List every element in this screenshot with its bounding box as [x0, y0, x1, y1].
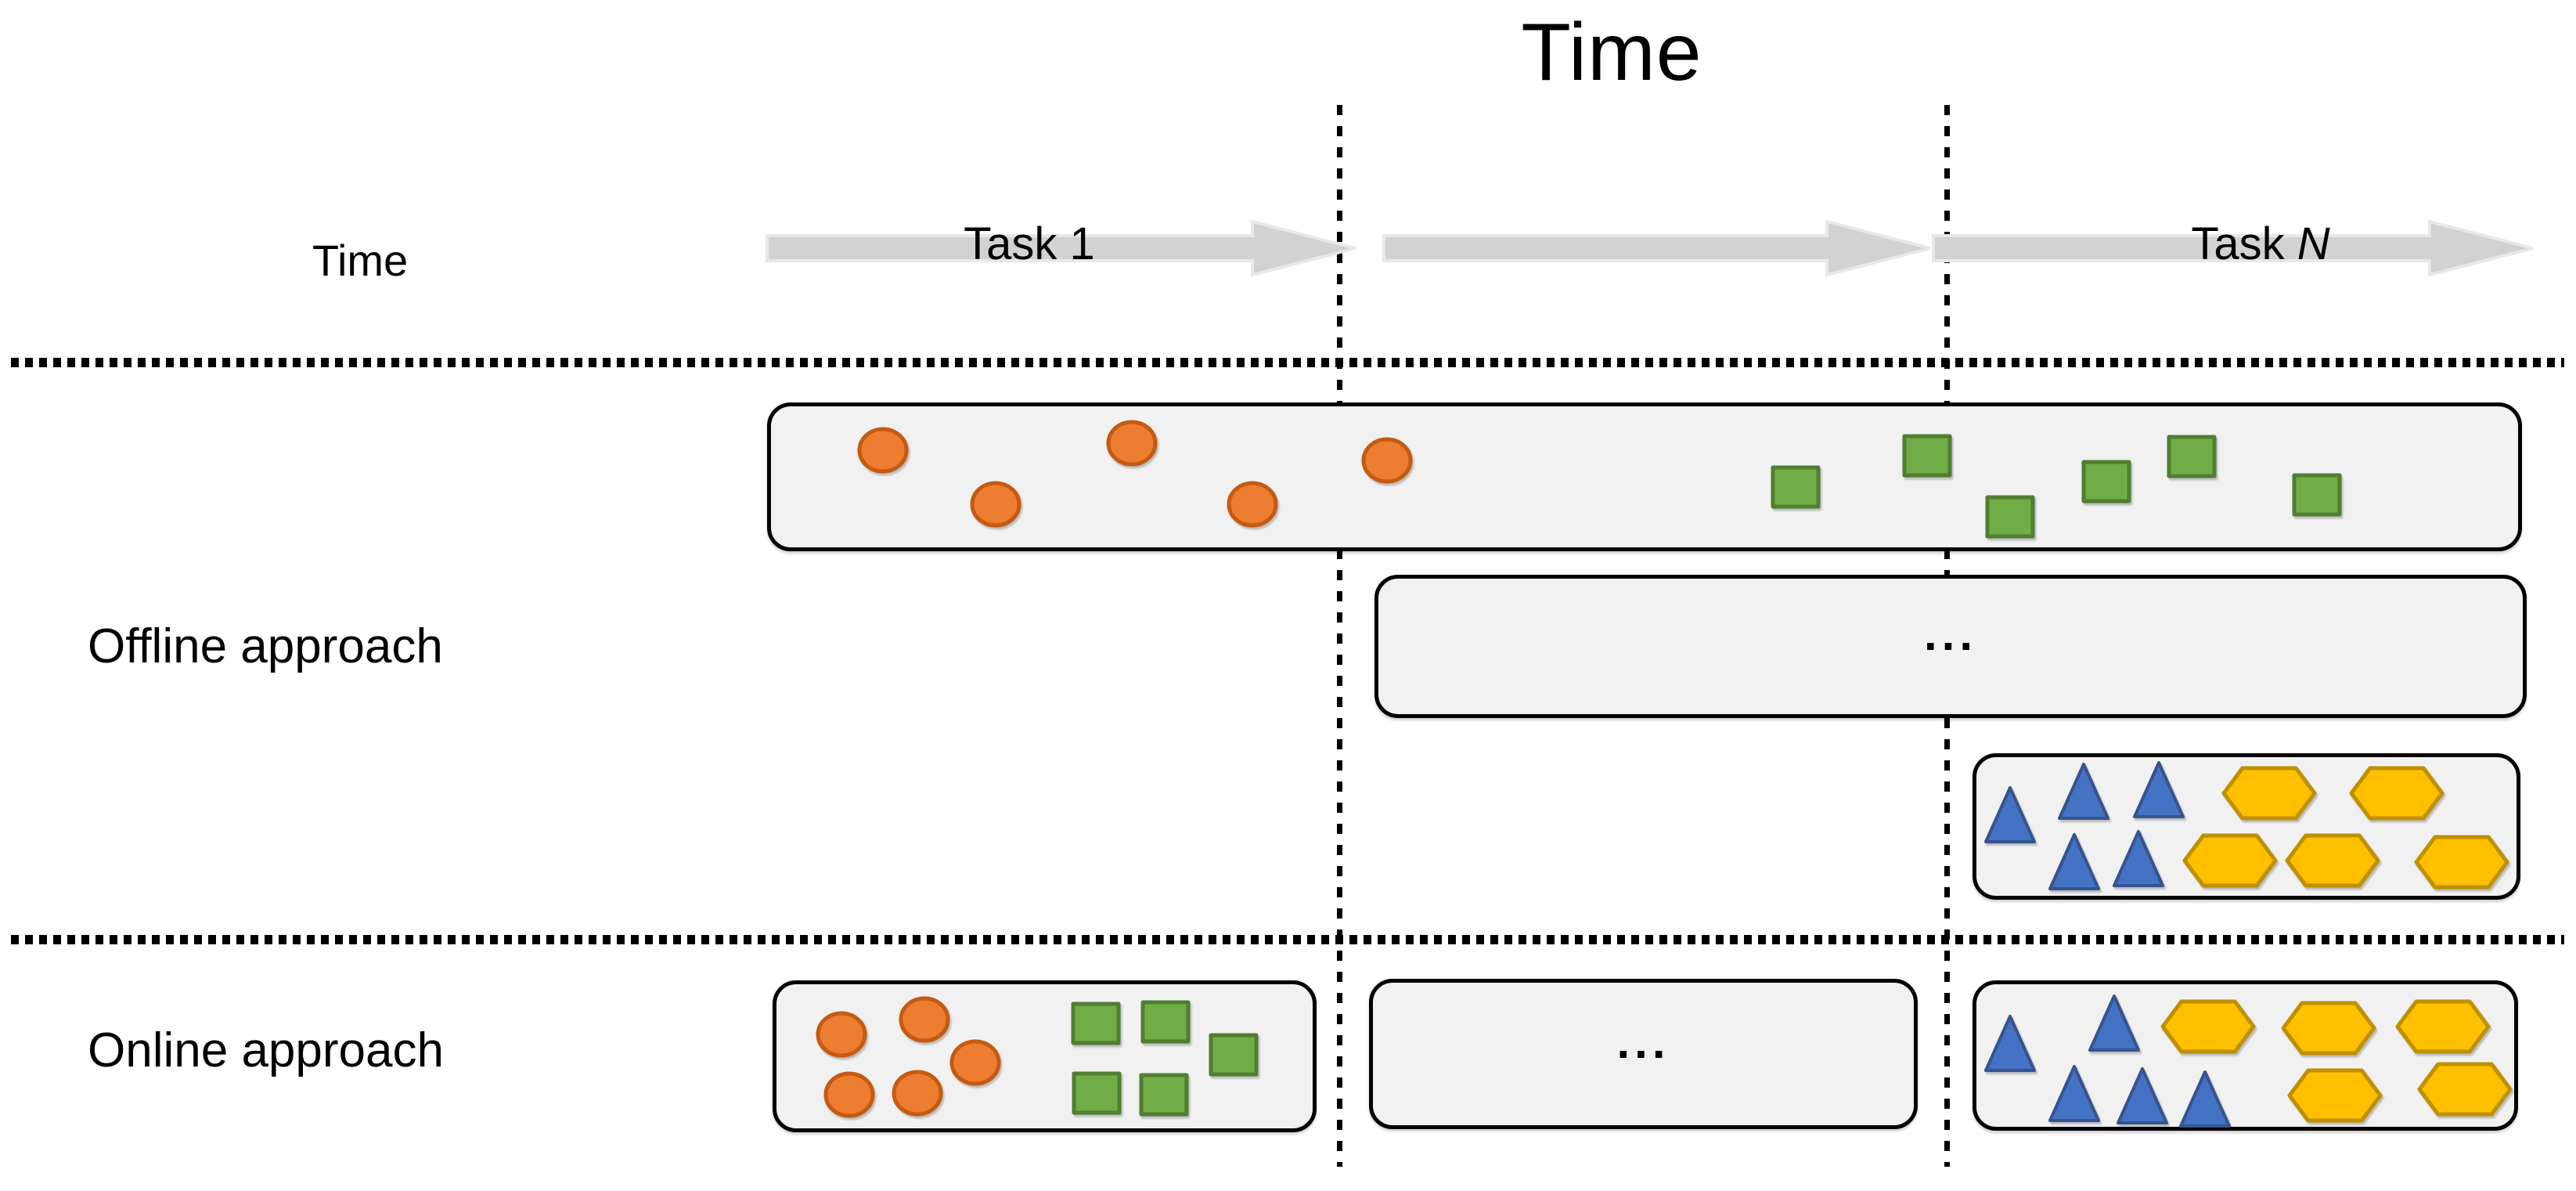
- task-timeline-arrow: [766, 219, 1356, 277]
- blue-triangle-icon: [2117, 1067, 2168, 1124]
- green-square-icon: [1072, 1071, 1122, 1115]
- orange-circle-icon: [1361, 437, 1413, 484]
- blue-triangle-icon: [2058, 763, 2109, 820]
- blue-triangle-icon: [1984, 786, 2036, 843]
- page-title: Time: [1521, 7, 1702, 98]
- green-square-icon: [2292, 473, 2342, 517]
- orange-circle-icon: [823, 1071, 875, 1118]
- time-axis-label: Time: [312, 236, 409, 285]
- task-label-1: Task 1: [964, 218, 1095, 269]
- offline-task1-data-box: [767, 402, 2522, 551]
- yellow-hexagon-icon: [2395, 999, 2491, 1054]
- blue-triangle-icon: [2113, 830, 2164, 887]
- green-square-icon: [2081, 460, 2131, 503]
- green-square-icon: [1139, 1073, 1189, 1117]
- yellow-hexagon-icon: [2287, 1068, 2383, 1123]
- yellow-hexagon-icon: [2285, 833, 2380, 888]
- yellow-hexagon-icon: [2160, 999, 2256, 1054]
- online-approach-label: Online approach: [88, 1023, 444, 1077]
- orange-circle-icon: [970, 481, 1021, 528]
- yellow-hexagon-icon: [2349, 766, 2444, 821]
- horizontal-divider-middle: [11, 935, 2564, 944]
- green-square-icon: [2167, 435, 2217, 478]
- green-square-icon: [1071, 1002, 1121, 1045]
- orange-circle-icon: [1227, 481, 1278, 528]
- blue-triangle-icon: [1984, 1015, 2036, 1072]
- ellipsis-text: ...: [1616, 1015, 1670, 1068]
- orange-circle-icon: [949, 1039, 1001, 1086]
- task-timeline-arrow: [1382, 219, 1931, 277]
- yellow-hexagon-icon: [2221, 766, 2317, 821]
- blue-triangle-icon: [2179, 1070, 2231, 1128]
- green-square-icon: [1140, 1000, 1191, 1044]
- green-square-icon: [1902, 434, 1952, 478]
- offline-approach-label: Offline approach: [88, 619, 443, 673]
- orange-circle-icon: [1106, 420, 1158, 467]
- yellow-hexagon-icon: [2182, 833, 2278, 888]
- vertical-divider-task1-end: [1337, 105, 1342, 1167]
- ellipsis-text: ...: [1923, 608, 1977, 660]
- blue-triangle-icon: [2048, 833, 2100, 890]
- orange-circle-icon: [857, 427, 909, 474]
- online-intermediate-box: ...: [1369, 979, 1918, 1129]
- task-label-n: Task N: [2191, 218, 2330, 269]
- task-timeline-arrow: [1932, 219, 2534, 277]
- orange-circle-icon: [892, 1070, 943, 1117]
- horizontal-divider-top: [11, 358, 2564, 367]
- blue-triangle-icon: [2133, 761, 2185, 818]
- green-square-icon: [1209, 1033, 1259, 1077]
- blue-triangle-icon: [2048, 1065, 2100, 1122]
- orange-circle-icon: [816, 1011, 867, 1058]
- green-square-icon: [1771, 465, 1821, 509]
- yellow-hexagon-icon: [2417, 1062, 2513, 1117]
- yellow-hexagon-icon: [2281, 1001, 2376, 1056]
- yellow-hexagon-icon: [2414, 835, 2509, 890]
- orange-circle-icon: [899, 996, 950, 1043]
- blue-triangle-icon: [2088, 994, 2140, 1052]
- offline-intermediate-box: ...: [1374, 575, 2527, 718]
- green-square-icon: [1985, 495, 2035, 539]
